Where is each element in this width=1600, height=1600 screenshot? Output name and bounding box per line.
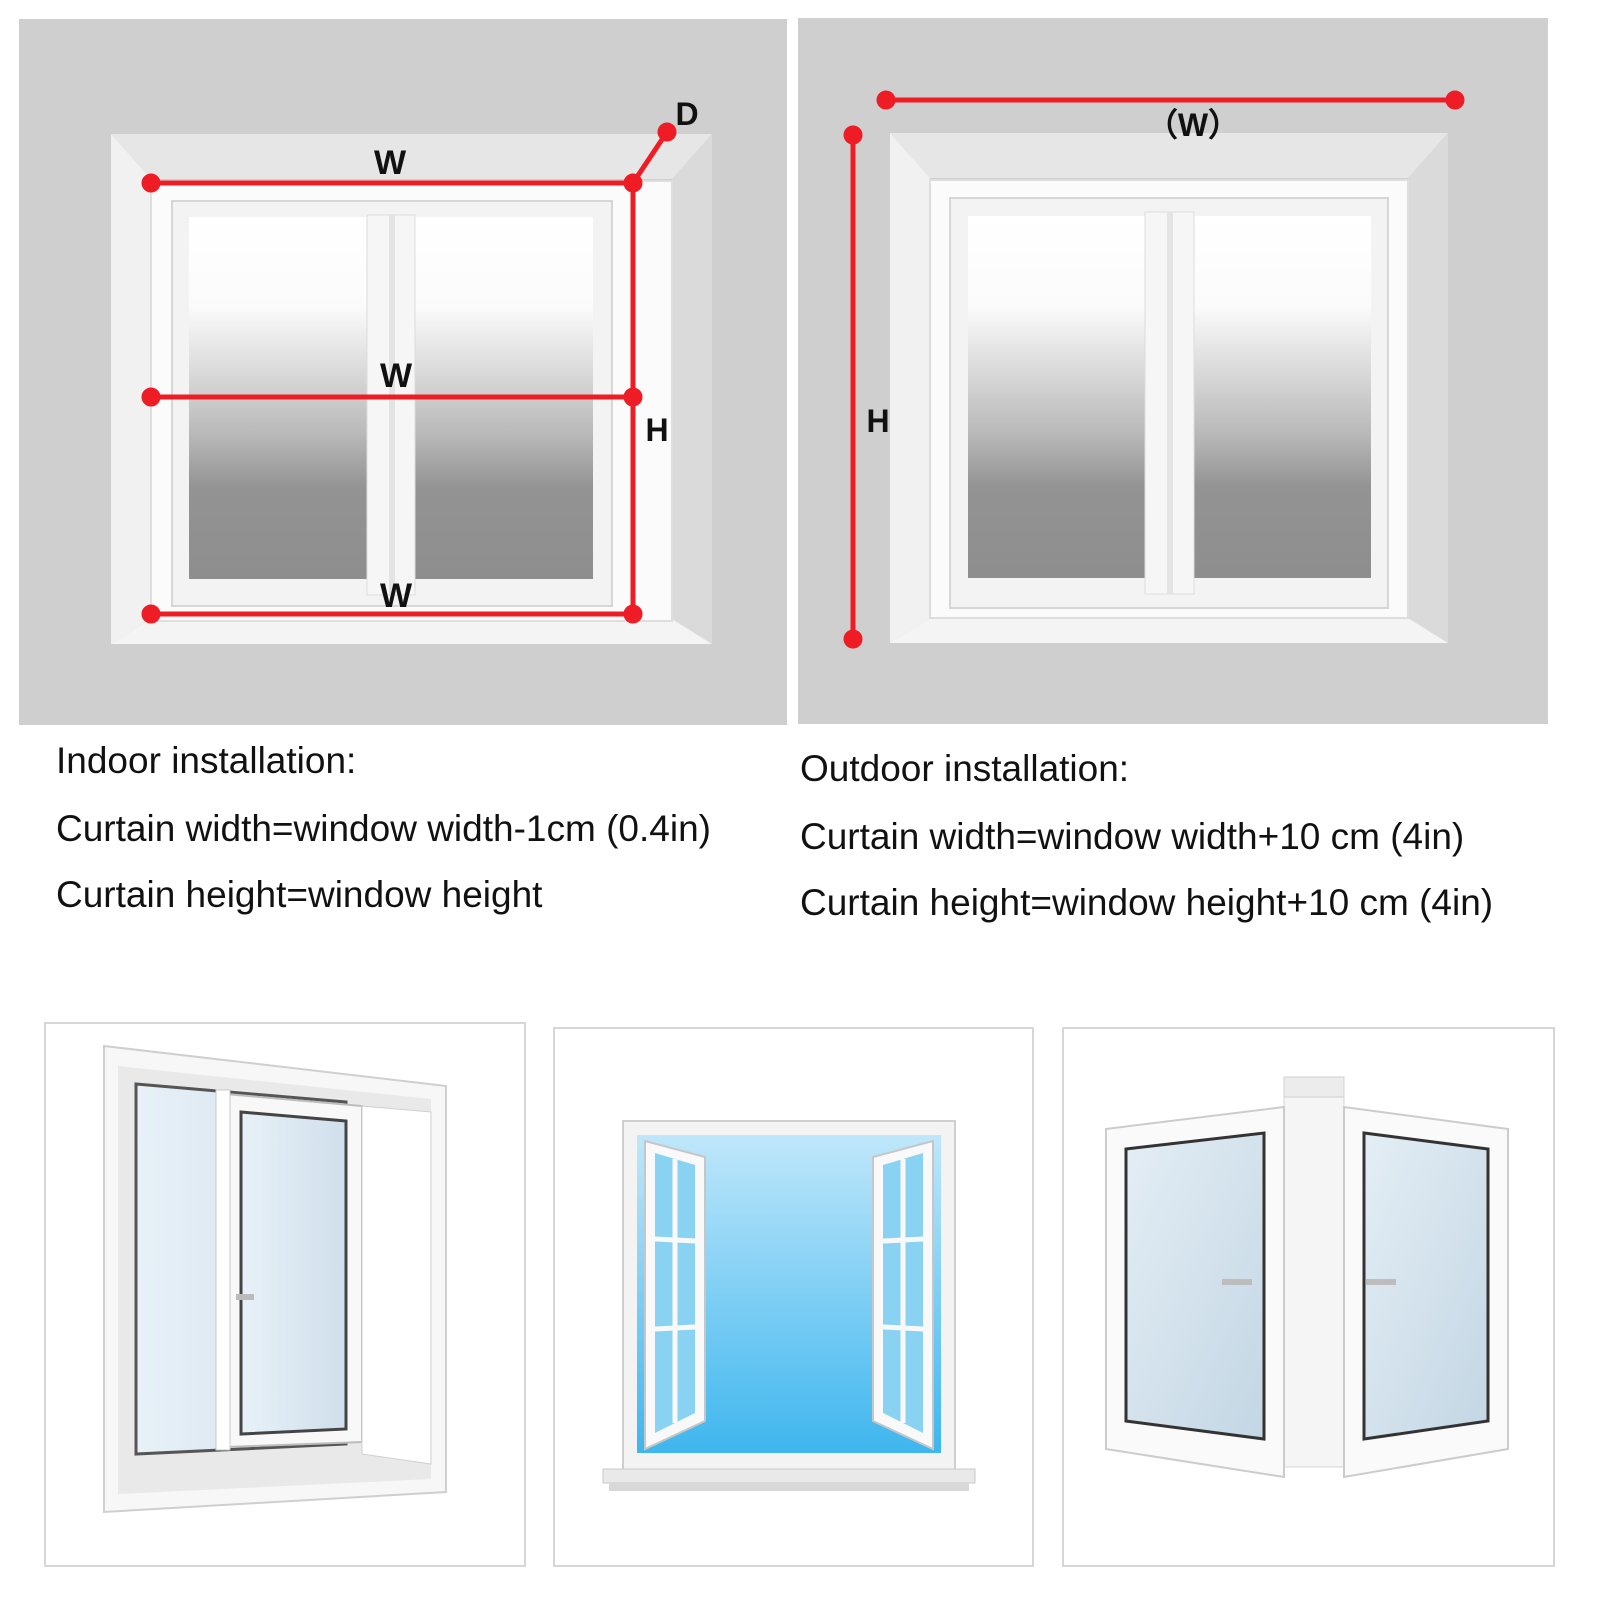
outdoor-measurement-diagram: （W） H [798, 18, 1548, 724]
window-recess [111, 134, 712, 179]
depth-line [630, 130, 670, 185]
glass-pane-right [1194, 216, 1371, 578]
width-label: （W） [1146, 107, 1240, 143]
indoor-spec: Indoor installation: Curtain width=windo… [56, 742, 786, 922]
middle-width-label: W [380, 357, 413, 395]
outdoor-heading: Outdoor installation: [800, 748, 1130, 789]
double-casement-window-icon [1105, 1076, 1509, 1479]
depth-label: D [675, 96, 698, 132]
indoor-width-rule: Curtain width=window width-1cm (0.4in) [56, 808, 711, 849]
window-example-double-casement [1062, 1027, 1555, 1567]
height-label: H [866, 403, 889, 439]
indoor-height-rule: Curtain height=window height [56, 874, 543, 915]
outdoor-spec: Outdoor installation: Curtain width=wind… [800, 750, 1590, 930]
sliding-window-icon [103, 1044, 447, 1514]
window-example-sliding [44, 1022, 526, 1567]
indoor-measurement-diagram: W W W H D [19, 19, 787, 725]
indoor-heading: Indoor installation: [56, 740, 357, 781]
top-width-label: W [374, 144, 407, 182]
glass-pane-left [968, 216, 1145, 578]
window-recess [890, 133, 1448, 178]
height-label: H [645, 412, 668, 448]
outdoor-width-rule: Curtain width=window width+10 cm (4in) [800, 816, 1465, 857]
open-casement-window-icon [602, 1120, 976, 1491]
window-example-casement-open [553, 1027, 1034, 1567]
bottom-width-label: W [380, 577, 413, 615]
outdoor-height-rule: Curtain height=window height+10 cm (4in) [800, 882, 1494, 923]
